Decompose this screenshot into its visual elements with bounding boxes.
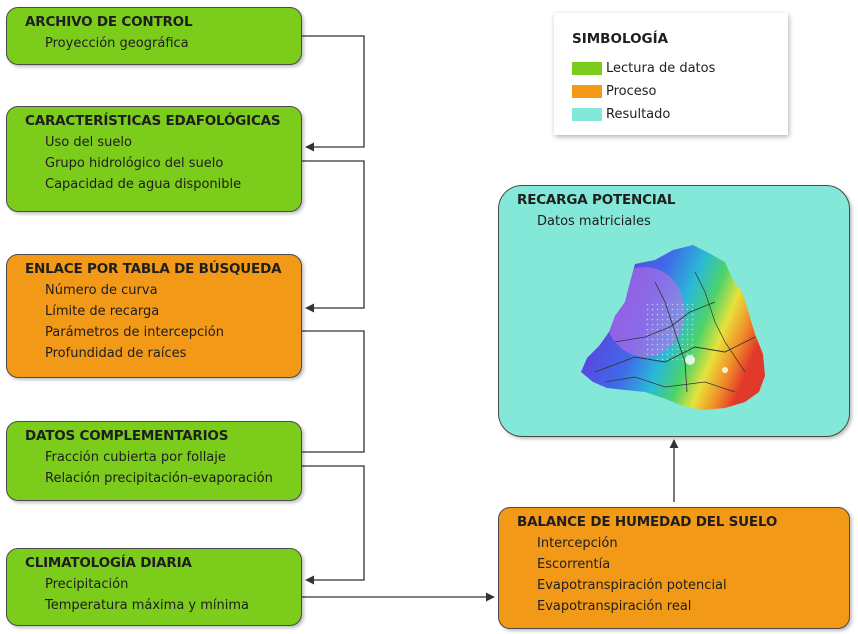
complementary-data-title: DATOS COMPLEMENTARIOS [25,428,229,444]
connector-control-to-soil [302,35,365,152]
control-file-title: ARCHIVO DE CONTROL [25,14,193,30]
lookup-table-box: ENLACE POR TABLA DE BÚSQUEDA Número de c… [6,254,302,378]
complementary-item: Fracción cubierta por follaje [45,450,226,465]
legend-swatch-data-input [572,62,602,75]
legend-entry-data-input: Lectura de datos [572,57,788,80]
legend-label-process: Proceso [606,84,657,99]
legend: SIMBOLOGÍA Lectura de datos Proceso Resu… [554,13,788,135]
potential-recharge-title: RECARGA POTENCIAL [517,192,676,208]
balance-item: Escorrentía [537,557,611,572]
lookup-item: Profundidad de raíces [45,346,187,361]
recharge-item: Datos matriciales [537,214,651,229]
legend-entry-result: Resultado [572,103,788,126]
legend-swatch-result [572,108,602,121]
soil-item: Capacidad de agua disponible [45,177,242,192]
soil-moisture-balance-title: BALANCE DE HUMEDAD DEL SUELO [517,514,778,530]
recharge-raster-map [581,245,765,410]
soil-moisture-balance-box: BALANCE DE HUMEDAD DEL SUELO Intercepció… [498,507,850,629]
lookup-table-title: ENLACE POR TABLA DE BÚSQUEDA [25,261,282,277]
lookup-item: Límite de recarga [45,304,160,319]
soil-item: Grupo hidrológico del suelo [45,156,224,171]
balance-item: Intercepción [537,536,618,551]
daily-climate-title: CLIMATOLOGÍA DIARIA [25,555,192,571]
legend-label-data-input: Lectura de datos [606,61,716,76]
connector-lookup-to-complementary [302,330,365,453]
climate-item: Precipitación [45,577,129,592]
connector-soil-to-lookup [302,160,365,313]
balance-item: Evapotranspiración real [537,599,692,614]
daily-climate-box: CLIMATOLOGÍA DIARIA Precipitación Temper… [6,548,302,626]
complementary-data-box: DATOS COMPLEMENTARIOS Fracción cubierta … [6,421,302,501]
soil-characteristics-box: CARACTERÍSTICAS EDAFOLÓGICAS Uso del sue… [6,106,302,212]
climate-item: Temperatura máxima y mínima [45,598,250,613]
soil-item: Uso del suelo [45,135,132,150]
complementary-item: Relación precipitación-evaporación [45,471,273,486]
legend-entry-process: Proceso [572,80,788,103]
control-file-item: Proyección geográfica [45,36,189,51]
legend-label-result: Resultado [606,107,671,122]
legend-title: SIMBOLOGÍA [572,31,669,47]
lookup-item: Parámetros de intercepción [45,325,224,340]
soil-characteristics-title: CARACTERÍSTICAS EDAFOLÓGICAS [25,113,281,129]
connector-complementary-to-climate [302,465,365,585]
lookup-item: Número de curva [45,283,158,298]
balance-item: Evapotranspiración potencial [537,578,727,593]
control-file-box: ARCHIVO DE CONTROL Proyección geográfica [6,7,302,65]
legend-swatch-process [572,85,602,98]
